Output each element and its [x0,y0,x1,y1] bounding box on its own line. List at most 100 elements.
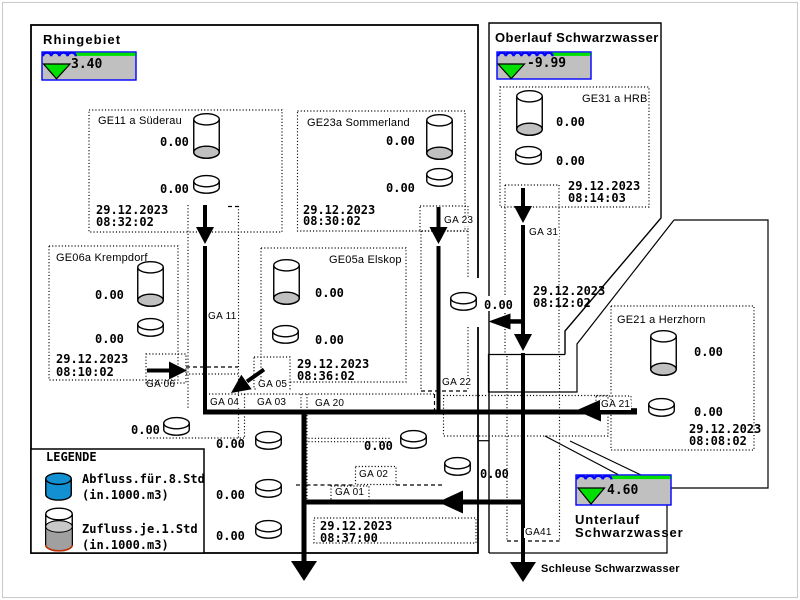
junction-time: 08:12:02 [533,296,591,310]
meter-disk-row-d [255,519,282,539]
legend-outflow-symbol [45,472,72,501]
gauge-value-rheingebiet: 3.40 [71,57,103,72]
channel-label-ga31: GA 31 [528,227,560,238]
meter-disk-right [444,456,471,476]
station-inflow-ge31: 0.00 [556,154,585,168]
station-box-ge06[interactable] [48,245,179,381]
station-outflow-ge11: 0.00 [160,135,189,149]
legend-inflow-symbol [44,507,74,552]
outflow-cylinder-ge31 [516,89,543,136]
channel-label-ga22: GA 22 [441,377,473,388]
station-date-ge06: 29.12.2023 [56,352,129,366]
inflow-disk-ge05 [272,324,299,344]
region-title-unterlauf-line1: Unterlauf [575,512,641,527]
meter-value-center: 0.00 [364,439,393,453]
meter-value-row-b: 0.00 [216,437,245,451]
channel-label-ga41: GA41 [524,527,553,538]
junction-value: 0.00 [484,298,513,312]
gauge-value-unterlauf: 4.60 [607,483,639,498]
channel-label-ga02: GA 02 [358,469,390,480]
meter-value-right: 0.00 [480,467,509,481]
station-inflow-ge11: 0.00 [160,182,189,196]
station-label-ge05: GE05a Elskop [329,254,402,266]
station-inflow-ge23: 0.00 [386,181,415,195]
gauge-oberlauf[interactable] [496,51,592,80]
region-title-rheingebiet: Rhingebiet [43,32,122,47]
station-time-ge23: 08:30:02 [303,214,361,228]
station-inflow-ge05: 0.00 [315,333,344,347]
station-outflow-ge06: 0.00 [95,288,124,302]
station-date-ge21: 29.12.2023 [689,422,762,436]
legend-inflow-line1: Zufluss.je.1.Std [82,522,198,536]
station-box-ge31[interactable] [499,86,650,208]
gauge-value-oberlauf: -9.99 [527,56,567,71]
inflow-disk-ge31 [515,145,542,165]
station-label-ge31: GE31 a HRB [582,93,648,105]
outflow-cylinder-ge23 [426,113,453,160]
station-time-ge05: 08:36:02 [297,369,355,383]
channel-label-ga21: GA 21 [600,399,632,410]
legend-outflow-line2: (in.1000.m3) [82,488,169,502]
unterlauf-region-outline [487,219,769,554]
legend-inflow-line2: (in.1000.m3) [82,538,169,552]
station-inflow-ge21: 0.00 [694,405,723,419]
channel-label-ga01: GA 01 [334,487,366,498]
gauge-marker-triangle [496,63,526,80]
meter-disk-row-a [163,416,190,436]
channel-label-ga05: GA 05 [257,379,289,390]
gauge-rheingebiet[interactable] [41,51,137,81]
bottom-status-date: 29.12.2023 [320,519,393,533]
meter-disk-row-b [255,430,282,450]
station-outflow-ge21: 0.00 [694,345,723,359]
meter-disk-junction [450,291,477,311]
channel-label-ga06: GA 06 [146,379,176,390]
channel-label-ga20: GA 20 [314,398,346,409]
station-outflow-ge05: 0.00 [315,286,344,300]
channel-label-ga11: GA 11 [207,311,238,322]
station-box-ge21[interactable] [610,305,755,451]
station-label-ge21: GE21 a Herzhorn [617,314,706,326]
station-outflow-ge23: 0.00 [386,134,415,148]
station-label-ge23: GE23a Sommerland [307,117,410,129]
channel-label-ga03: GA 03 [256,397,288,408]
outflow-cylinder-ge21 [650,330,677,376]
gauge-unterlauf[interactable] [575,474,672,506]
gauge-green-bar [75,52,136,56]
station-time-ge06: 08:10:02 [56,365,114,379]
station-date-ge31: 29.12.2023 [568,179,641,193]
channel-label-ga23: GA 23 [443,215,475,226]
station-outflow-ge31: 0.00 [556,115,585,129]
legend-title: LEGENDE [46,450,97,464]
meter-value-row-c: 0.00 [216,488,245,502]
gauge-wave [575,474,613,480]
meter-value-row-a: 0.00 [131,423,160,437]
gauge-wave [496,51,554,57]
oberlauf-region-outline [488,22,662,553]
gauge-marker-triangle [42,63,72,80]
station-box-ge23[interactable] [296,110,466,232]
station-box-ge05[interactable] [260,247,407,383]
station-time-ge21: 08:08:02 [689,434,747,448]
gauge-wave [41,51,77,57]
outflow-cylinder-ge06 [137,261,164,307]
bottom-status-time: 08:37:00 [320,531,378,545]
meter-disk-row-c [255,478,282,498]
channel-label-ga04: GA 04 [209,397,241,408]
gauge-green-bar [552,52,591,56]
pipes [147,188,637,582]
station-box-ge11[interactable] [88,109,283,233]
inflow-disk-ge23 [426,167,453,187]
station-label-ge11: GE11 a Süderau [98,115,182,127]
station-label-ge06: GE06a Krempdorf [56,252,148,264]
junction-date: 29.12.2023 [533,284,606,298]
meter-value-row-d: 0.00 [216,529,245,543]
outflow-cylinder-ge11 [193,112,220,159]
region-title-unterlauf-line2: Schwarzwasser [575,525,684,540]
station-time-ge31: 08:14:03 [568,191,626,205]
station-date-ge05: 29.12.2023 [297,357,370,371]
schleuse-label: Schleuse Schwarzwasser [541,563,680,575]
gauge-marker-triangle [576,487,606,505]
gauge-green-bar [611,475,671,480]
station-date-ge23: 29.12.2023 [303,203,376,217]
